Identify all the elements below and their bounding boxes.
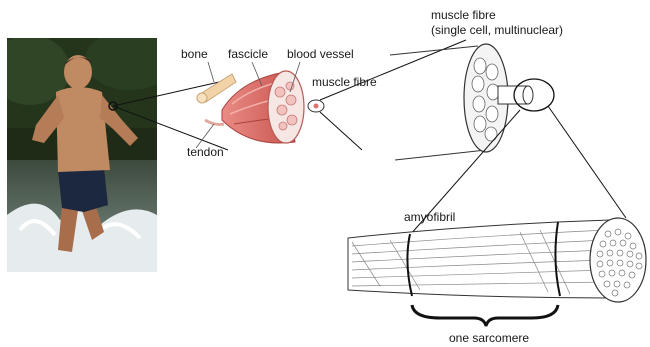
label-blood-vessel: blood vessel	[287, 47, 354, 61]
label-sarcomere: one sarcomere	[449, 331, 529, 345]
runner-photo	[0, 30, 175, 272]
label-bone: bone	[181, 47, 208, 61]
label-fascicle: fascicle	[228, 47, 268, 61]
sarcomere-brace	[412, 305, 558, 326]
label-muscle-fibre-title: muscle fibre	[431, 8, 496, 22]
label-tendon: tendon	[187, 145, 224, 159]
label-muscle-fibre-subtitle: (single cell, multinuclear)	[431, 23, 563, 37]
label-myofibril: amyofibril	[404, 210, 455, 224]
myofibril-drawing	[348, 218, 646, 302]
label-muscle-fibre-small: muscle fibre	[312, 75, 377, 89]
